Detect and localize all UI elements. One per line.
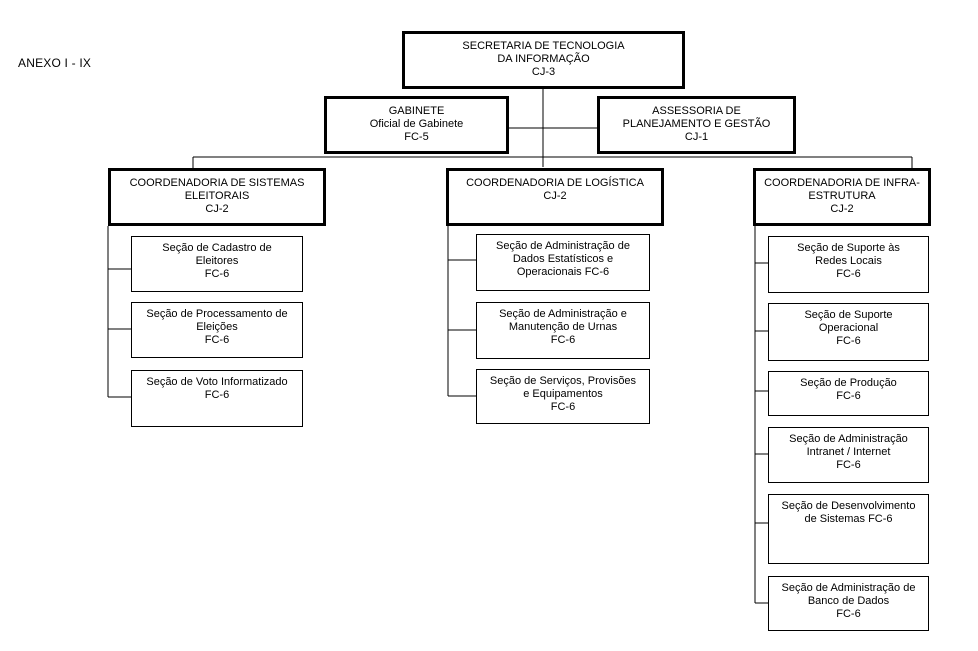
section-line: FC-6	[550, 334, 576, 346]
secretaria-line1: SECRETARIA DE TECNOLOGIA	[462, 40, 625, 52]
section-line: FC-6	[836, 608, 861, 620]
secao-intranet-internet: Seção de Administração Intranet / Intern…	[768, 427, 929, 483]
coord-logistica-code: CJ-2	[543, 190, 567, 202]
section-line: Eleitores	[195, 255, 239, 267]
section-line: FC-6	[836, 390, 861, 402]
section-line: e Equipamentos	[523, 388, 603, 400]
secao-suporte-redes: Seção de Suporte às Redes Locais FC-6	[768, 236, 929, 293]
section-line: Seção de Administração de	[781, 582, 916, 594]
section-line: FC-6	[836, 268, 861, 280]
coord-logistica-line1: COORDENADORIA DE LOGÍSTICA	[466, 177, 644, 189]
section-line: Seção de Voto Informatizado	[146, 376, 288, 388]
secao-processamento-eleicoes: Seção de Processamento de Eleições FC-6	[131, 302, 303, 358]
assessoria-code: CJ-1	[684, 131, 709, 143]
section-line: Seção de Serviços, Provisões	[489, 375, 637, 387]
section-line: Seção de Administração e	[499, 308, 627, 320]
secao-desenvolvimento-sistemas: Seção de Desenvolvimento de Sistemas FC-…	[768, 494, 929, 564]
section-code: FC-6	[204, 334, 230, 346]
section-line: Operacionais FC-6	[516, 266, 610, 278]
section-line: FC-6	[550, 401, 576, 413]
section-line: Seção de Suporte às	[797, 242, 900, 254]
section-code: FC-6	[204, 389, 230, 401]
assessoria-box: ASSESSORIA DE PLANEJAMENTO E GESTÃO CJ-1	[597, 96, 796, 154]
section-line: Operacional	[818, 322, 879, 334]
secao-producao: Seção de Produção FC-6	[768, 371, 929, 416]
gabinete-box: GABINETE Oficial de Gabinete FC-5	[324, 96, 509, 154]
secretaria-code: CJ-3	[531, 66, 556, 78]
section-line: Seção de Produção	[800, 377, 897, 389]
coord-infra-line1: COORDENADORIA DE INFRA-	[764, 177, 920, 189]
assessoria-line2: PLANEJAMENTO E GESTÃO	[622, 118, 771, 130]
coord-sistemas-line1: COORDENADORIA DE SISTEMAS	[129, 177, 305, 189]
section-line: Eleições	[196, 321, 238, 333]
section-line: Seção de Suporte	[804, 309, 893, 321]
secretaria-box: SECRETARIA DE TECNOLOGIA DA INFORMAÇÃO C…	[402, 31, 685, 89]
section-line: Redes Locais	[815, 255, 882, 267]
section-line: Seção de Administração	[789, 433, 908, 445]
assessoria-line1: ASSESSORIA DE	[652, 105, 741, 117]
section-line: Seção de Cadastro de	[162, 242, 272, 254]
section-line: Dados Estatísticos e	[512, 253, 614, 265]
secao-cadastro-eleitores: Seção de Cadastro de Eleitores FC-6	[131, 236, 303, 292]
coord-infra-box: COORDENADORIA DE INFRA- ESTRUTURA CJ-2	[753, 168, 931, 226]
secao-banco-dados: Seção de Administração de Banco de Dados…	[768, 576, 929, 631]
section-line: Seção de Desenvolvimento	[781, 500, 916, 512]
coord-logistica-box: COORDENADORIA DE LOGÍSTICA CJ-2	[446, 168, 664, 226]
secao-voto-informatizado: Seção de Voto Informatizado FC-6	[131, 370, 303, 427]
coord-infra-code: CJ-2	[830, 203, 854, 215]
secao-suporte-operacional: Seção de Suporte Operacional FC-6	[768, 303, 929, 361]
section-code: FC-6	[204, 268, 230, 280]
section-line: FC-6	[836, 335, 861, 347]
secao-dados-estatisticos: Seção de Administração de Dados Estatíst…	[476, 234, 650, 291]
section-line: Manutenção de Urnas	[508, 321, 618, 333]
coord-sistemas-box: COORDENADORIA DE SISTEMAS ELEITORAIS CJ-…	[108, 168, 326, 226]
section-line: Banco de Dados	[807, 595, 890, 607]
gabinete-line1: GABINETE	[388, 105, 445, 117]
coord-sistemas-line2: ELEITORAIS	[184, 190, 250, 202]
gabinete-code: FC-5	[404, 131, 429, 143]
secretaria-line2: DA INFORMAÇÃO	[497, 53, 590, 65]
section-line: Seção de Administração de	[496, 240, 630, 252]
section-line: Intranet / Internet	[806, 446, 891, 458]
section-line: FC-6	[836, 459, 861, 471]
section-line: de Sistemas FC-6	[804, 513, 893, 525]
gabinete-line2: Oficial de Gabinete	[369, 118, 464, 130]
secao-servicos-provisoes: Seção de Serviços, Provisões e Equipamen…	[476, 369, 650, 424]
section-line: Seção de Processamento de	[146, 308, 288, 320]
annex-label: ANEXO I - IX	[18, 56, 92, 70]
coord-sistemas-code: CJ-2	[205, 203, 229, 215]
coord-infra-line2: ESTRUTURA	[808, 190, 876, 202]
secao-manutencao-urnas: Seção de Administração e Manutenção de U…	[476, 302, 650, 359]
